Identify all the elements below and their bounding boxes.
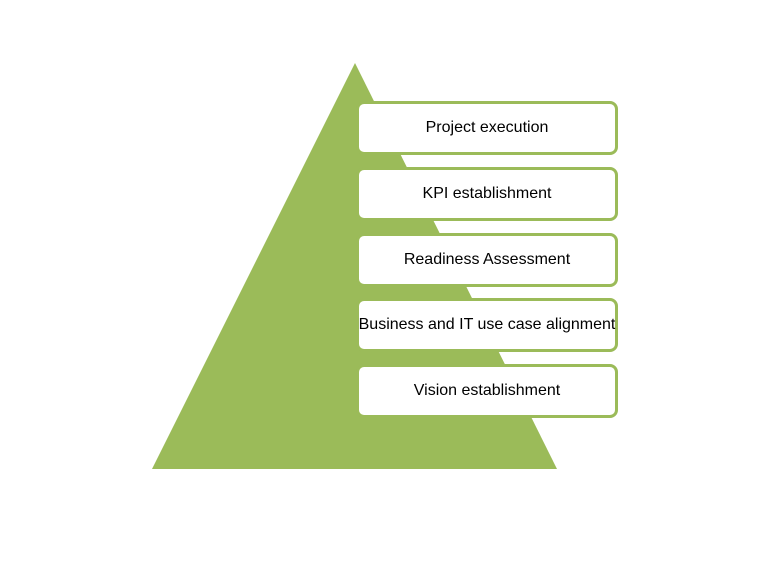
- level-box-vision-establishment: Vision establishment: [356, 364, 618, 418]
- level-label: Vision establishment: [413, 382, 561, 399]
- level-label: KPI establishment: [422, 185, 552, 202]
- level-box-readiness-assessment: Readiness Assessment: [356, 233, 618, 287]
- level-box-kpi-establishment: KPI establishment: [356, 167, 618, 221]
- level-label: Readiness Assessment: [403, 251, 571, 268]
- level-label: Project execution: [425, 119, 549, 136]
- level-box-project-execution: Project execution: [356, 101, 618, 155]
- level-label: Business and IT use case alignment: [358, 316, 616, 333]
- level-box-business-it-alignment: Business and IT use case alignment: [356, 298, 618, 352]
